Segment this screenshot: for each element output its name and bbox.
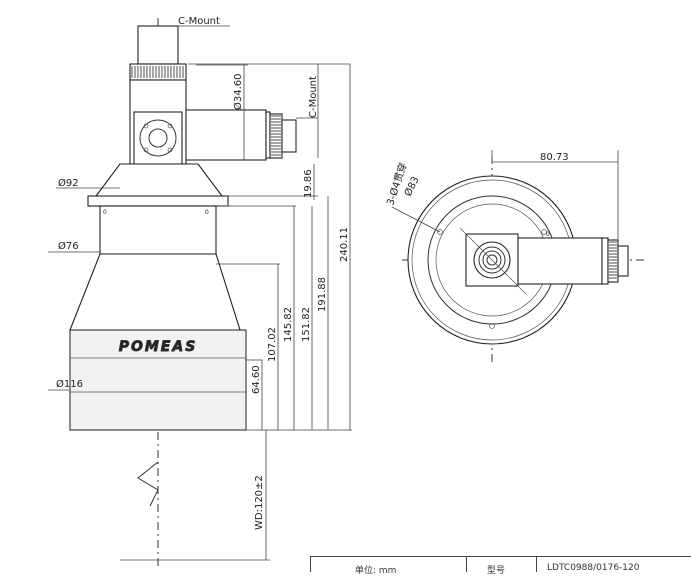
side-knurl-top xyxy=(607,239,619,283)
dim-151-82: 151.82 xyxy=(301,307,312,342)
side-view: 0 0 POMEAS xyxy=(69,18,297,568)
dim-34-60: Ø34.60 xyxy=(232,74,244,111)
mount-hole-icon xyxy=(541,229,547,235)
mount-hole-icon xyxy=(489,323,495,329)
screw-icon xyxy=(143,123,149,129)
side-arm xyxy=(185,109,267,161)
unit-label: 单位: mm xyxy=(355,566,397,576)
side-knurl-ring xyxy=(269,113,283,159)
screw-icon xyxy=(143,147,149,153)
flange-plate xyxy=(87,195,229,207)
title-block-divider xyxy=(536,557,537,572)
port-core xyxy=(486,254,498,266)
side-dimensions: C-Mount Ø34.60 C-Mount Ø92 Ø76 Ø116 19.8… xyxy=(48,16,352,561)
front-view: 0 xyxy=(402,156,646,362)
side-knurl-ring-ticks xyxy=(271,115,281,156)
dim-19-86: 19.86 xyxy=(303,169,314,198)
side-arm-flange xyxy=(265,111,271,159)
dim-76: Ø76 xyxy=(58,240,79,252)
model-label: 型号 xyxy=(487,566,506,576)
side-knurl-top-ticks xyxy=(609,241,617,279)
lower-barrel xyxy=(69,329,247,431)
dim-107-02: 107.02 xyxy=(267,327,278,362)
screw-icon xyxy=(167,123,173,129)
side-arm-top xyxy=(517,237,603,285)
flange-mark: 0 xyxy=(546,231,550,238)
top-mount-label: C-Mount xyxy=(178,16,220,27)
flange-mark-left: 0 xyxy=(103,209,107,216)
dim-wd: WD:120±2 xyxy=(254,475,265,530)
title-block-divider xyxy=(466,557,467,572)
model-value: LDTC0988/0176-120 xyxy=(547,563,640,573)
title-block: 单位: mm 型号 LDTC0988/0176-120 xyxy=(310,556,691,576)
brand-logo: POMEAS xyxy=(119,339,198,355)
dim-92: Ø92 xyxy=(58,177,79,189)
prism-port-circle xyxy=(139,119,177,157)
lens-cone xyxy=(69,253,241,331)
dim-191-88: 191.88 xyxy=(317,277,328,312)
top-knurl-ring-ticks xyxy=(131,66,184,78)
mount-hole-icon xyxy=(437,229,443,235)
diagonal-line xyxy=(459,227,527,295)
side-mount-tube xyxy=(281,119,297,153)
port-ring xyxy=(478,246,506,274)
dim-116: Ø116 xyxy=(56,378,83,390)
side-mount-tube-top xyxy=(617,245,629,277)
dim-145-82: 145.82 xyxy=(283,307,294,342)
dim-80-73: 80.73 xyxy=(540,152,569,163)
prism-port-inner xyxy=(148,128,168,148)
dim-240-11: 240.11 xyxy=(339,227,350,262)
flange-taper xyxy=(94,163,224,197)
prism-window xyxy=(133,111,183,165)
top-mount-tube xyxy=(137,25,179,65)
dim-64-60: 64.60 xyxy=(251,365,262,394)
break-line xyxy=(137,461,159,507)
flange-mark-right: 0 xyxy=(205,209,209,216)
port-inner xyxy=(482,250,502,270)
screw-icon xyxy=(167,147,173,153)
side-mount-label: C-Mount xyxy=(308,76,319,118)
hole-note: 3-Ø4贯穿 xyxy=(383,161,409,207)
hole-leader xyxy=(391,206,441,233)
side-flange-top xyxy=(601,237,609,285)
upper-barrel xyxy=(99,205,217,255)
